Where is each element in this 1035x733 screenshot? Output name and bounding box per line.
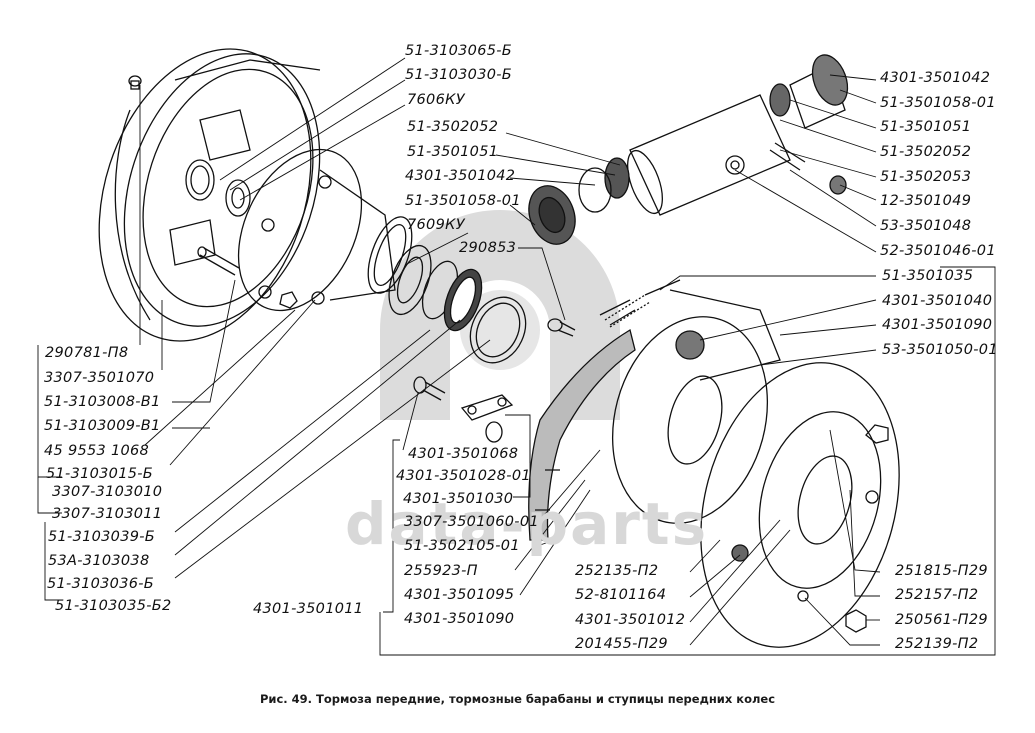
part-label: 51-3103009-В1: [44, 418, 161, 434]
leader-lines: [37, 57, 996, 656]
part-label: 51-3502105-01: [404, 538, 520, 554]
part-label: 250561-П29: [895, 612, 988, 628]
part-label: 201455-П29: [575, 636, 668, 652]
part-label: 51-3103030-Б: [405, 67, 513, 83]
part-label: 12-3501049: [880, 193, 972, 209]
part-label: 53-3501050-01: [882, 342, 998, 358]
part-label: 252135-П2: [575, 563, 659, 579]
part-label: 251815-П29: [895, 563, 988, 579]
part-label: 255923-П: [404, 563, 478, 579]
brake-backing-disc: [700, 362, 900, 648]
watermark-text: data-parts: [345, 490, 709, 558]
part-label: 290781-П8: [45, 345, 129, 361]
part-label: 4301-3501040: [882, 293, 993, 309]
part-label: 51-3103008-В1: [44, 394, 161, 410]
part-label: 52-8101164: [575, 587, 667, 603]
part-label: 4301-3501012: [575, 612, 686, 628]
brake-drum: [98, 48, 321, 342]
part-label: 51-3502052: [407, 119, 499, 135]
wheel-stud: [197, 246, 240, 276]
part-label: 3307-3501060-01: [404, 514, 539, 530]
part-label: 3307-3103010: [52, 484, 163, 500]
part-label: 51-3103039-Б: [48, 529, 156, 545]
part-label: 4301-3501068: [408, 446, 519, 462]
part-label: 51-3103036-Б: [47, 576, 155, 592]
part-label: 51-3501058-01: [405, 193, 521, 209]
part-label: 51-3501051: [880, 119, 972, 135]
part-label: 4301-3501095: [404, 587, 515, 603]
part-label: 53-3501048: [880, 218, 972, 234]
brake-shoe: [528, 299, 636, 541]
wheel-hub: [237, 148, 413, 312]
part-label: 51-3502053: [880, 169, 972, 185]
part-label: 7609КУ: [407, 217, 465, 233]
part-label: 51-3103015-Б: [46, 466, 154, 482]
small-bolt: [547, 318, 576, 337]
part-label: 3307-3103011: [52, 506, 163, 522]
part-label: 4301-3501030: [403, 491, 514, 507]
part-label: 51-3501058-01: [880, 95, 996, 111]
oil-seal: [443, 268, 483, 332]
part-label: 53А-3103038: [48, 553, 150, 569]
part-label: 4301-3501028-01: [396, 468, 531, 484]
part-label: 252139-П2: [895, 636, 979, 652]
assembly-label: 4301-3501011: [253, 601, 364, 617]
part-label: 51-3502052: [880, 144, 972, 160]
inner-bearing: [388, 244, 432, 316]
part-label: 3307-3501070: [44, 370, 155, 386]
brake-support-plate: [611, 289, 781, 524]
part-label: 51-3103065-Б: [405, 43, 513, 59]
drum-screw: [128, 75, 142, 90]
part-label: 7606КУ: [407, 92, 465, 108]
part-label: 4301-3501090: [404, 611, 515, 627]
part-label: 51-3501035: [882, 268, 974, 284]
spring: [604, 279, 681, 328]
part-label: 4301-3501042: [880, 70, 991, 86]
part-label: 45 9553 1068: [44, 443, 150, 459]
part-label: 252157-П2: [895, 587, 979, 603]
part-label: 51-3103035-Б2: [55, 598, 172, 614]
figure-caption: Рис. 49. Тормоза передние, тормозные бар…: [259, 692, 776, 706]
wheel-cylinder-exploded: [528, 54, 849, 245]
part-label: 51-3501051: [407, 144, 499, 160]
part-label: 290853: [459, 240, 517, 256]
part-label: 4301-3501090: [882, 317, 993, 333]
link-plate: [460, 394, 514, 421]
seal-ring: [469, 296, 527, 364]
washer: [485, 421, 503, 443]
part-label: 4301-3501042: [405, 168, 516, 184]
part-label: 52-3501046-01: [880, 243, 996, 259]
